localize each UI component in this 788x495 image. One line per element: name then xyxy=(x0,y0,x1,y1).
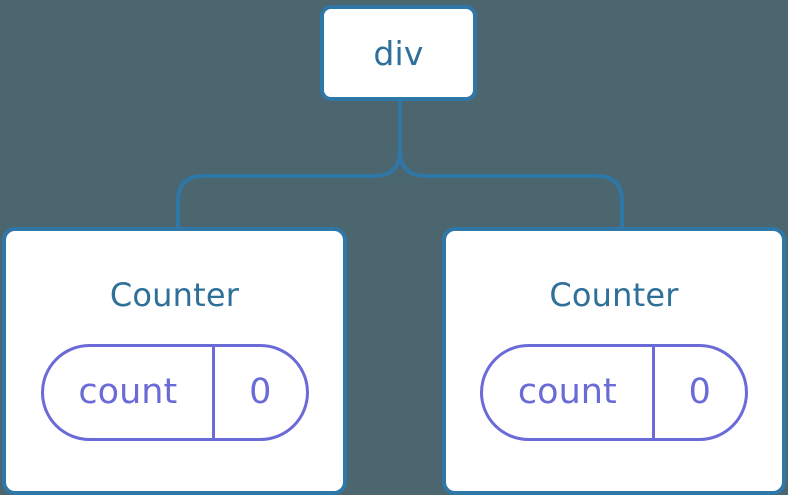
state-pill-right[interactable]: count 0 xyxy=(480,344,748,441)
node-counter-left-label: Counter xyxy=(109,276,240,314)
connector-branch-right xyxy=(593,174,624,231)
node-counter-left[interactable]: Counter count 0 xyxy=(2,227,347,495)
connector-stem-left xyxy=(203,99,402,178)
node-div-label: div xyxy=(373,33,424,73)
node-counter-right[interactable]: Counter count 0 xyxy=(442,227,786,495)
state-key-cell-left: count xyxy=(44,347,216,438)
connector-branch-left xyxy=(176,174,207,231)
state-key-label-right: count xyxy=(517,372,617,412)
state-value-cell-left: 0 xyxy=(215,347,305,438)
state-value-cell-right: 0 xyxy=(655,347,745,438)
state-pill-left[interactable]: count 0 xyxy=(40,344,309,441)
node-div[interactable]: div xyxy=(320,5,477,101)
state-key-label-left: count xyxy=(78,372,178,412)
state-value-label-right: 0 xyxy=(688,372,711,412)
state-key-cell-right: count xyxy=(483,347,655,438)
node-counter-right-label: Counter xyxy=(549,276,679,314)
state-value-label-left: 0 xyxy=(249,372,272,412)
connector-stem-right xyxy=(398,99,597,178)
